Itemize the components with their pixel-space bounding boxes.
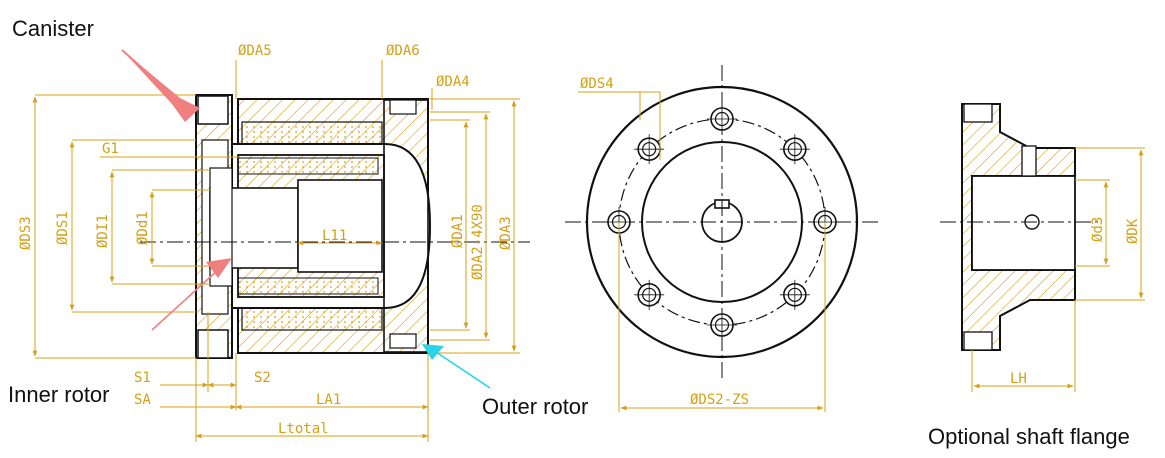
front-dimensions [578, 91, 826, 412]
callout-canister: Canister [12, 16, 94, 41]
callout-outer-rotor: Outer rotor [482, 394, 589, 419]
dim-dd1: ØDd1 [135, 211, 151, 245]
flange-dimensions [971, 147, 1145, 392]
side-section-view [140, 94, 530, 359]
dim-di1: ØDI1 [95, 214, 111, 248]
dim-ltotal: Ltotal [278, 421, 329, 437]
dim-l11: L11 [322, 228, 347, 244]
dim-da4: ØDA4 [436, 74, 470, 90]
shaft-flange-view [940, 103, 1100, 351]
dim-la1: LA1 [316, 392, 341, 408]
dim-d3: Ød3 [1090, 217, 1106, 242]
callout-shaft-flange: Optional shaft flange [928, 424, 1130, 449]
outer-rotor-arrow [422, 344, 444, 360]
inner-rotor-arrow [206, 258, 232, 278]
dim-lh: LH [1010, 371, 1027, 387]
side-dimensions [32, 60, 520, 442]
dim-sa: SA [134, 392, 151, 408]
dim-da3: ØDA3 [498, 216, 514, 250]
dim-ds4: ØDS4 [580, 76, 614, 92]
dim-ds3: ØDS3 [18, 216, 34, 250]
dim-da2: ØDA2-4X90 [470, 204, 486, 280]
dim-ds1: ØDS1 [55, 211, 71, 245]
dim-s2: S2 [254, 370, 271, 386]
dim-s1: S1 [134, 370, 151, 386]
dim-da6: ØDA6 [386, 43, 420, 59]
callout-inner-rotor: Inner rotor [8, 382, 110, 407]
dim-g1: G1 [102, 141, 119, 157]
dim-dk: ØDK [1125, 218, 1141, 244]
dim-ds2: ØDS2-ZS [690, 392, 749, 408]
dim-da1: ØDA1 [450, 214, 466, 248]
dim-da5: ØDA5 [238, 43, 272, 59]
